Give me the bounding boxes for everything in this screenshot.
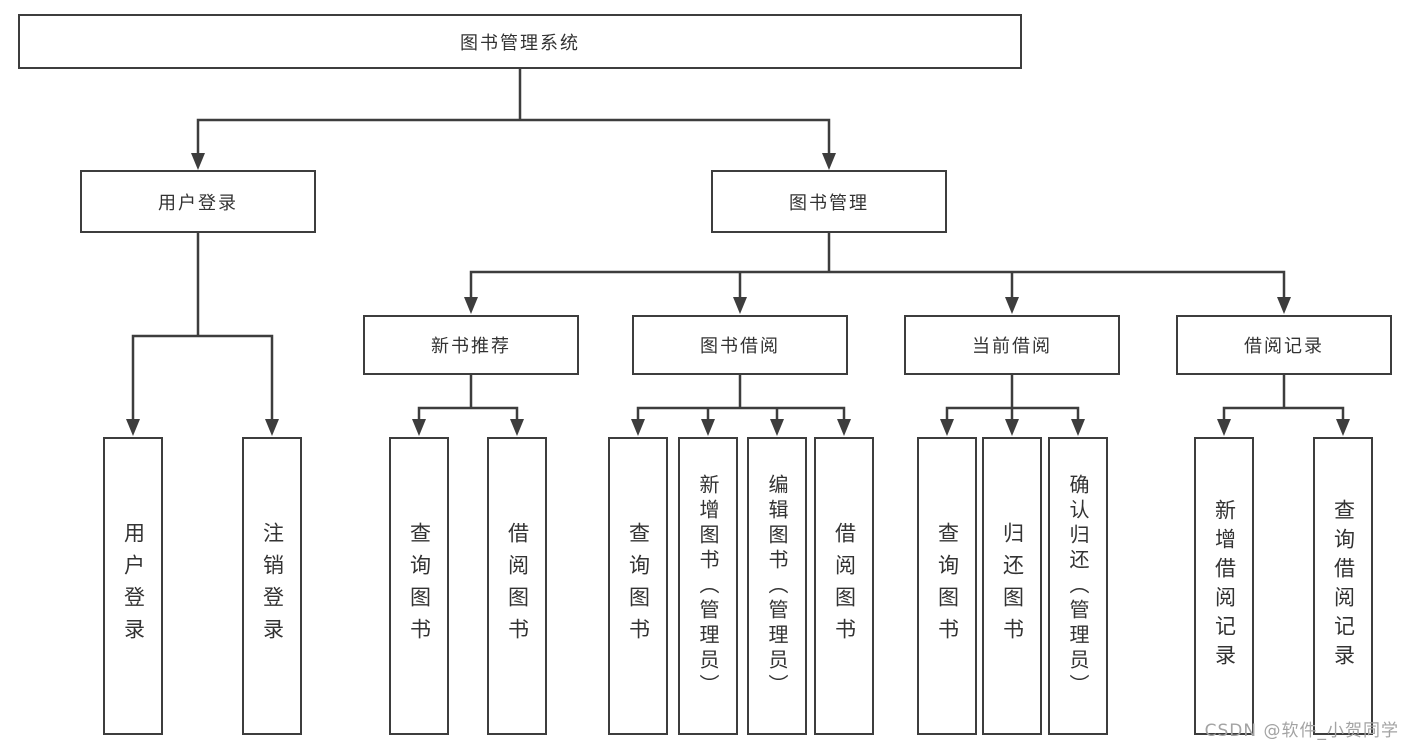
node-book-management: 图书管理 bbox=[711, 170, 947, 233]
arrowhead bbox=[1217, 419, 1231, 436]
node-leaf-confirm-return-admin: 确认归还（管理员） bbox=[1048, 437, 1108, 735]
arrowhead bbox=[822, 153, 836, 170]
node-current-borrowing: 当前借阅 bbox=[904, 315, 1120, 375]
csdn-watermark: CSDN @软件_小贺同学 bbox=[1204, 721, 1399, 741]
node-leaf-query-books-borrowing: 查询图书 bbox=[608, 437, 668, 735]
node-new-book-recommendation: 新书推荐 bbox=[363, 315, 579, 375]
node-book-borrowing: 图书借阅 bbox=[632, 315, 848, 375]
arrowhead bbox=[1071, 419, 1085, 436]
arrowhead bbox=[126, 419, 140, 436]
arrowhead bbox=[191, 153, 205, 170]
arrowhead bbox=[412, 419, 426, 436]
node-leaf-logout: 注销登录 bbox=[242, 437, 302, 735]
node-leaf-add-borrow-record: 新增借阅记录 bbox=[1194, 437, 1254, 735]
arrowhead bbox=[837, 419, 851, 436]
arrowhead bbox=[1005, 297, 1019, 314]
node-leaf-borrow-books-recommend: 借阅图书 bbox=[487, 437, 547, 735]
arrowhead bbox=[1336, 419, 1350, 436]
arrowhead bbox=[464, 297, 478, 314]
connector-user-login-to-leaves bbox=[131, 231, 274, 423]
connector-new-book-to-leaves bbox=[417, 373, 519, 423]
arrowhead bbox=[631, 419, 645, 436]
arrowhead bbox=[1005, 419, 1019, 436]
connector-borrowing-records-to-leaves bbox=[1222, 373, 1345, 423]
node-leaf-query-books-current: 查询图书 bbox=[917, 437, 977, 735]
node-leaf-edit-book-admin: 编辑图书（管理员） bbox=[747, 437, 807, 735]
arrowhead bbox=[733, 297, 747, 314]
arrowhead bbox=[770, 419, 784, 436]
connector-root-to-level2 bbox=[196, 66, 831, 157]
connector-book-borrowing-to-leaves bbox=[636, 373, 846, 423]
node-leaf-user-login: 用户登录 bbox=[103, 437, 163, 735]
node-user-login: 用户登录 bbox=[80, 170, 316, 233]
arrowhead bbox=[1277, 297, 1291, 314]
node-leaf-return-books: 归还图书 bbox=[982, 437, 1042, 735]
node-leaf-add-book-admin: 新增图书（管理员） bbox=[678, 437, 738, 735]
connector-current-borrowing-to-leaves bbox=[945, 373, 1080, 423]
arrowhead bbox=[265, 419, 279, 436]
node-root-system: 图书管理系统 bbox=[18, 14, 1022, 69]
arrowhead bbox=[940, 419, 954, 436]
node-borrowing-records: 借阅记录 bbox=[1176, 315, 1392, 375]
node-leaf-borrow-books-borrowing: 借阅图书 bbox=[814, 437, 874, 735]
connector-book-management-to-level3 bbox=[469, 231, 1286, 302]
node-leaf-query-borrow-record: 查询借阅记录 bbox=[1313, 437, 1373, 735]
node-leaf-query-books-recommend: 查询图书 bbox=[389, 437, 449, 735]
arrowhead bbox=[701, 419, 715, 436]
arrowhead bbox=[510, 419, 524, 436]
